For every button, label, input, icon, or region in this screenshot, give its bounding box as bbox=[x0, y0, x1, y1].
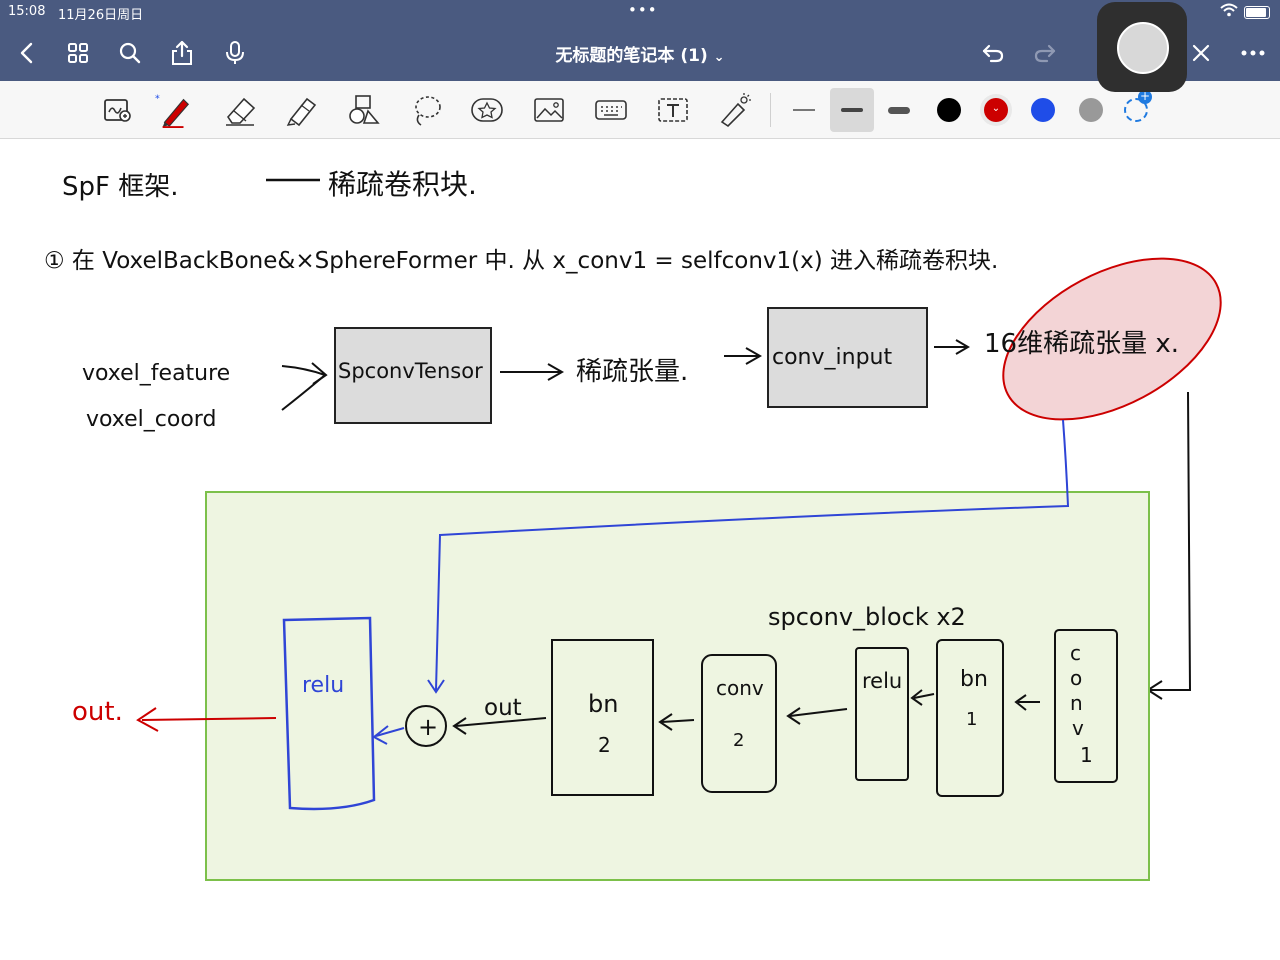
arrow-conv-input-to-16d bbox=[934, 339, 970, 355]
stroke-thin-option[interactable] bbox=[785, 91, 823, 129]
box-bn1 bbox=[936, 639, 1004, 797]
keyboard-tool-icon[interactable] bbox=[592, 91, 630, 129]
chevron-down-icon: ⌄ bbox=[984, 98, 1008, 122]
elements-sticker-icon[interactable] bbox=[468, 91, 506, 129]
bn1-label: bn bbox=[960, 667, 988, 692]
notebook-title-text[interactable]: 无标题的笔记本 (1) bbox=[555, 46, 708, 66]
color-swatch-blue[interactable] bbox=[1031, 98, 1055, 122]
title-chevron-down-icon[interactable]: ⌄ bbox=[713, 50, 725, 65]
label-voxel-coord: voxel_coord bbox=[86, 407, 216, 432]
arrow-bn1-to-relu bbox=[910, 689, 935, 706]
laser-pointer-icon[interactable] bbox=[715, 91, 753, 129]
note-line-2: ① 在 VoxelBackBone&×SphereFormer 中. 从 x_c… bbox=[44, 248, 998, 274]
add-circle bbox=[405, 705, 447, 747]
color-swatch-gray[interactable] bbox=[1079, 98, 1103, 122]
heading-sparse-block: 稀疏卷积块. bbox=[328, 168, 477, 201]
conv1-number: 1 bbox=[1080, 743, 1093, 767]
arrow-conv2-to-bn2 bbox=[658, 713, 695, 731]
bn2-label: bn bbox=[588, 690, 618, 718]
bn1-number: 1 bbox=[966, 709, 977, 730]
shapes-tool-icon[interactable] bbox=[345, 91, 383, 129]
arrow-bn2-to-add bbox=[452, 717, 547, 735]
box-conv1 bbox=[1054, 629, 1118, 783]
conv1-letter-c: c bbox=[1070, 641, 1081, 665]
arrow-sparse-to-conv-input bbox=[724, 347, 763, 365]
svg-text:*: * bbox=[155, 93, 160, 104]
image-tool-icon[interactable] bbox=[530, 91, 568, 129]
lasso-tool-icon[interactable] bbox=[408, 91, 446, 129]
spconv-block-region bbox=[205, 491, 1150, 881]
highlight-ellipse-red bbox=[1002, 257, 1222, 421]
stroke-thick-option[interactable] bbox=[880, 91, 918, 129]
wifi-icon bbox=[1220, 3, 1238, 21]
pen-tool-icon[interactable]: * bbox=[155, 91, 193, 129]
eraser-tool-icon[interactable] bbox=[221, 91, 259, 129]
arrow-coord-to-tensor bbox=[281, 374, 326, 411]
add-symbol: + bbox=[418, 713, 438, 741]
conv1-letter-n: n bbox=[1070, 691, 1083, 715]
conv1-letter-o: o bbox=[1070, 666, 1082, 690]
label-out-red: out. bbox=[72, 697, 123, 727]
redo-icon[interactable] bbox=[1028, 36, 1062, 70]
battery-icon bbox=[1244, 6, 1270, 19]
highlighter-tool-icon[interactable] bbox=[282, 91, 320, 129]
arrow-add-to-relu bbox=[372, 725, 405, 745]
box-conv-input-label: conv_input bbox=[772, 345, 892, 370]
text-box-tool-icon[interactable] bbox=[654, 91, 692, 129]
arrow-tensor-to-sparse bbox=[500, 363, 565, 381]
status-time: 15:08 bbox=[8, 4, 46, 19]
box-relu bbox=[855, 647, 909, 781]
box-bn2 bbox=[551, 639, 654, 796]
conv2-number: 2 bbox=[733, 730, 744, 751]
more-options-icon[interactable] bbox=[1236, 36, 1270, 70]
search-icon[interactable] bbox=[113, 36, 147, 70]
share-icon[interactable] bbox=[165, 36, 199, 70]
notebook-title: 无标题的笔记本 (1) ⌄ bbox=[0, 41, 1280, 66]
label-16d-sparse: 16维稀疏张量 x. bbox=[984, 329, 1179, 359]
arrow-relu-to-out bbox=[136, 707, 277, 732]
multitasking-dots-icon[interactable]: ••• bbox=[628, 1, 658, 19]
status-date: 11月26日周日 bbox=[58, 8, 144, 23]
bn2-number: 2 bbox=[598, 733, 611, 757]
box-spconv-tensor bbox=[334, 327, 492, 424]
relu-box-label: relu bbox=[862, 669, 902, 693]
box-conv-input bbox=[767, 307, 928, 408]
arrow-conv1-to-bn1 bbox=[1014, 694, 1040, 711]
conv1-letter-v: v bbox=[1072, 716, 1084, 740]
residual-blue-arrow bbox=[427, 419, 1070, 694]
toolbar-divider bbox=[770, 93, 771, 127]
arrow-relu-to-conv2 bbox=[786, 707, 848, 725]
color-swatch-red-selected[interactable]: ⌄ bbox=[980, 94, 1012, 126]
box-conv2 bbox=[701, 654, 777, 793]
note-canvas[interactable]: SpF 框架. 稀疏卷积块. ① 在 VoxelBackBone&×Sphere… bbox=[0, 138, 1280, 960]
relu-blue-label: relu bbox=[302, 673, 344, 698]
box-spconv-tensor-label: SpconvTensor bbox=[338, 359, 483, 383]
box-relu-blue bbox=[282, 616, 376, 811]
grid-view-icon[interactable] bbox=[61, 36, 95, 70]
microphone-icon[interactable] bbox=[218, 36, 252, 70]
label-spconv-block: spconv_block x2 bbox=[768, 603, 966, 631]
back-icon[interactable] bbox=[10, 36, 44, 70]
nav-bar: 无标题的笔记本 (1) ⌄ bbox=[0, 24, 1280, 81]
color-swatch-black[interactable] bbox=[937, 98, 961, 122]
close-icon[interactable] bbox=[1184, 36, 1218, 70]
screen-record-button[interactable] bbox=[1097, 2, 1187, 92]
status-bar: 15:08 11月26日周日 ••• bbox=[0, 0, 1280, 24]
stroke-medium-option[interactable] bbox=[830, 88, 874, 132]
add-color-icon[interactable]: + bbox=[1124, 90, 1152, 122]
heading-spf-frame: SpF 框架. bbox=[62, 172, 179, 202]
undo-icon[interactable] bbox=[976, 36, 1010, 70]
record-ring-icon bbox=[1117, 22, 1169, 74]
zoom-window-icon[interactable] bbox=[99, 91, 137, 129]
arrow-into-block bbox=[1146, 391, 1192, 700]
drawing-toolbar: * ⌄ + bbox=[0, 81, 1280, 139]
conv2-label: conv bbox=[716, 676, 764, 700]
label-voxel-feature: voxel_feature bbox=[82, 361, 230, 386]
label-sparse-tensor: 稀疏张量. bbox=[576, 357, 688, 387]
label-out-mid: out bbox=[484, 695, 522, 721]
